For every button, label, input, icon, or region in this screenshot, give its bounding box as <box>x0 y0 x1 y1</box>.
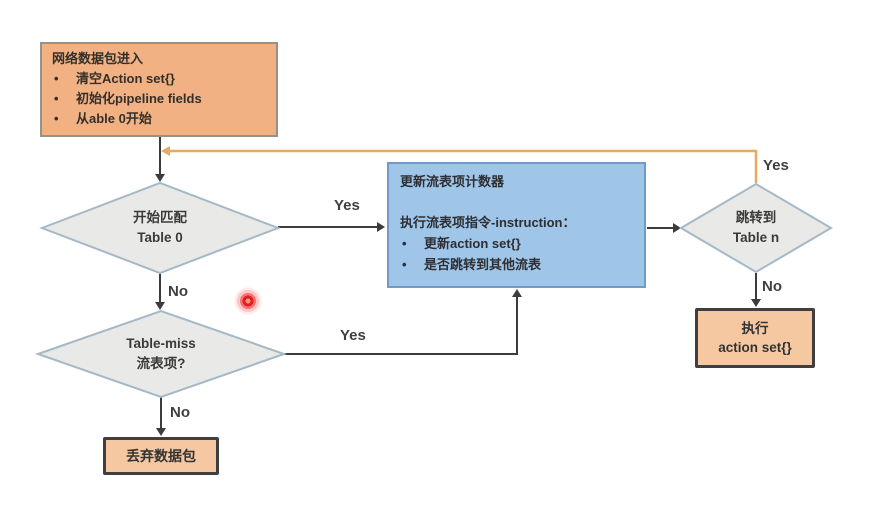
bullet-icon: • <box>54 91 59 106</box>
update-counters-subtitle: 执行流表项指令-instruction： <box>400 215 576 230</box>
edge-label-match-no: No <box>168 283 188 300</box>
table-miss-label: Table-miss 流表项? <box>81 334 241 374</box>
goto-table-n-line1: 跳转到 <box>735 210 777 225</box>
arrowhead-right-goto <box>673 223 681 233</box>
start-bullet-2-text: 初始化pipeline fields <box>76 91 202 106</box>
update-bullet-1: • 更新action set{} <box>400 233 636 254</box>
table-miss-line1: Table-miss <box>126 336 196 351</box>
update-counters-title: 更新流表项计数器 <box>400 174 505 189</box>
edge-label-goto-no: No <box>762 278 782 295</box>
drop-packet-node: 丢弃数据包 <box>103 437 219 475</box>
match-table0-label: 开始匹配 Table 0 <box>80 208 240 248</box>
bullet-icon: • <box>54 111 59 126</box>
match-table0-diamond <box>39 181 281 275</box>
update-bullet-2-text: 是否跳转到其他流表 <box>424 257 542 272</box>
arrowhead-right-blue <box>377 222 385 232</box>
edge-label-tablemiss-yes: Yes <box>340 327 366 344</box>
edge-tablemiss-yes <box>284 296 518 355</box>
arrowhead-down-tablemiss <box>155 302 165 310</box>
arrowhead-up-blue <box>512 289 522 297</box>
bullet-icon: • <box>402 257 407 272</box>
match-table0-line1: 开始匹配 <box>133 210 187 225</box>
update-counters-node: 更新流表项计数器 执行流表项指令-instruction： • 更新action… <box>387 162 646 288</box>
edge-label-goto-yes: Yes <box>763 157 789 174</box>
start-bullet-2: • 初始化pipeline fields <box>52 89 268 109</box>
match-table0-line2: Table 0 <box>137 230 183 245</box>
edge-label-match-yes: Yes <box>334 197 360 214</box>
arrowhead-down-drop <box>156 428 166 436</box>
goto-table-n-line2: Table n <box>732 230 780 245</box>
edge-label-tablemiss-no: No <box>170 404 190 421</box>
bullet-icon: • <box>402 236 407 251</box>
start-bullet-1-text: 清空Action set{} <box>76 71 175 86</box>
start-bullet-3-text: 从able 0开始 <box>76 111 152 126</box>
goto-table-n-label: 跳转到 Table n <box>696 208 816 248</box>
arrowhead-left-loop <box>161 146 170 156</box>
start-bullet-1: • 清空Action set{} <box>52 69 268 89</box>
table-miss-line2: 流表项? <box>136 356 186 371</box>
start-bullet-3: • 从able 0开始 <box>52 109 268 129</box>
arrowhead-down-match <box>155 174 165 182</box>
exec-action-set-node: 执行 action set{} <box>695 308 815 368</box>
exec-action-set-line2: action set{} <box>718 340 792 355</box>
exec-action-set-line1: 执行 <box>741 321 769 336</box>
goto-table-n-diamond <box>679 182 833 274</box>
edge-goto-yes-loop <box>168 149 758 183</box>
table-miss-diamond <box>34 309 288 399</box>
start-node-title: 网络数据包进入 <box>52 51 144 66</box>
laser-pointer-dot <box>233 286 263 316</box>
blank-line <box>400 192 636 212</box>
drop-packet-label: 丢弃数据包 <box>126 447 196 464</box>
update-bullet-2: • 是否跳转到其他流表 <box>400 254 636 275</box>
bullet-icon: • <box>54 71 59 86</box>
update-bullet-1-text: 更新action set{} <box>424 236 521 251</box>
start-node: 网络数据包进入 • 清空Action set{} • 初始化pipeline f… <box>40 42 278 137</box>
arrowhead-down-exec <box>751 299 761 307</box>
